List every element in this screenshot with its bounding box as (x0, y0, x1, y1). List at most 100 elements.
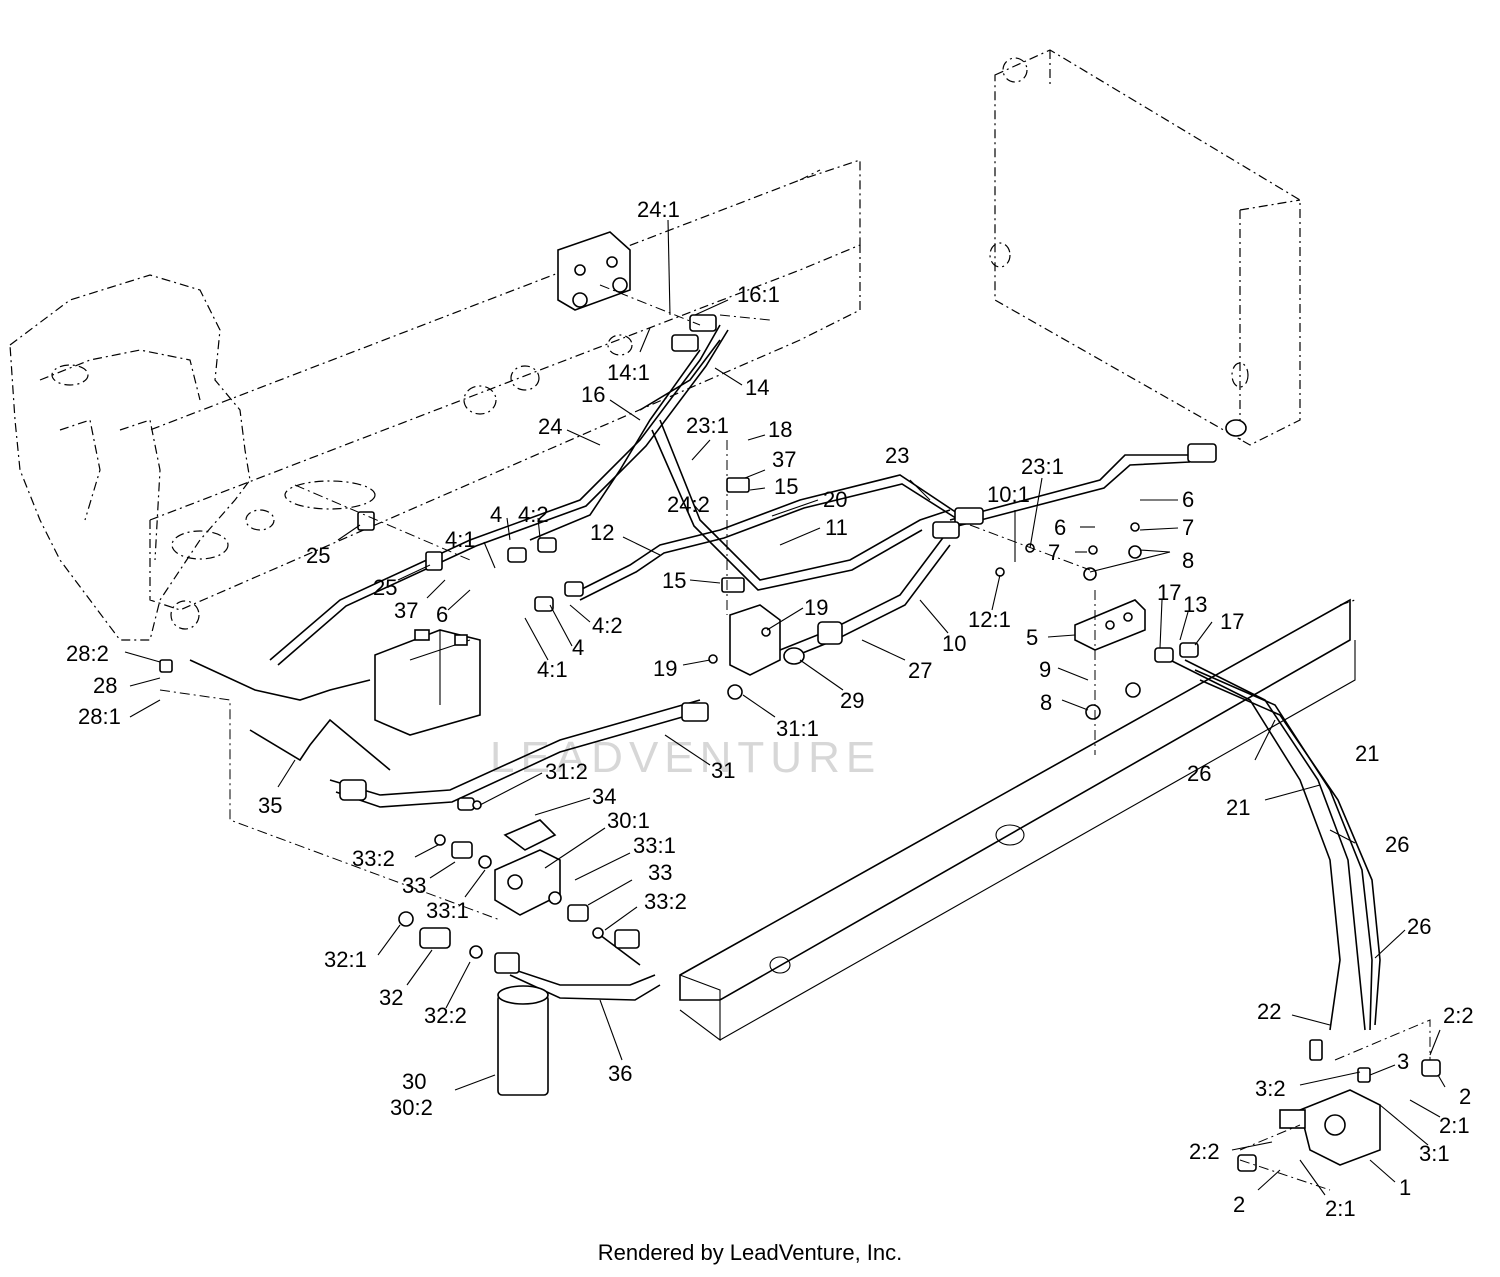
callout-label: 8 (1040, 690, 1052, 715)
callout-label: 7 (1182, 515, 1194, 540)
callout-label: 5 (1026, 625, 1038, 650)
callout-label: 21 (1355, 741, 1379, 766)
callout-label: 11 (825, 515, 848, 540)
callout-label: 33:1 (426, 898, 469, 923)
callout-label: 23 (885, 443, 909, 468)
callout-label: 6 (436, 602, 448, 627)
callout-label: 37 (772, 447, 796, 472)
callout-label: 37 (394, 598, 418, 623)
callout-label: 14 (745, 375, 769, 400)
callout-label: 35 (258, 793, 282, 818)
callout-label: 31 (711, 758, 735, 783)
callout-label: 2:1 (1325, 1196, 1356, 1221)
valve-block (374, 629, 481, 736)
top-bracket (557, 231, 631, 311)
callout-label: 21 (1226, 795, 1250, 820)
callout-label: 17 (1157, 580, 1181, 605)
callout-label: 25 (373, 575, 397, 600)
leader-lines (124, 219, 1446, 1196)
callout-label: 29 (840, 688, 864, 713)
callout-label: 33 (402, 873, 426, 898)
lower-frame-rail (679, 598, 1356, 1042)
callout-label: 2 (1233, 1192, 1245, 1217)
callout-label: 2:2 (1443, 1003, 1474, 1028)
callout-label: 16 (581, 382, 605, 407)
callout-label: 14:1 (607, 360, 650, 385)
callout-label: 26 (1385, 832, 1409, 857)
callout-label: 4:2 (518, 502, 549, 527)
callout-label: 13 (1183, 592, 1207, 617)
bracket-5 (1074, 599, 1146, 651)
callout-label: 32:2 (424, 1003, 467, 1028)
radiator-ghost (989, 49, 1301, 446)
callout-label: 19 (804, 595, 828, 620)
callout-label: 20 (823, 487, 847, 512)
watermark: LEADVENTURE (490, 733, 881, 782)
callout-label: 2 (1459, 1084, 1471, 1109)
callout-label: 9 (1039, 657, 1051, 682)
upper-frame-rail-ghost (149, 159, 861, 630)
callout-label: 28:2 (66, 641, 109, 666)
callout-label: 24:2 (667, 492, 710, 517)
callout-label: 23:1 (1021, 454, 1064, 479)
callout-label: 10 (942, 631, 966, 656)
footer-credit: Rendered by LeadVenture, Inc. (597, 1240, 903, 1265)
callout-label: 26 (1187, 761, 1211, 786)
hydraulic-pump (1279, 1089, 1381, 1166)
callout-label: 3:1 (1419, 1141, 1450, 1166)
engine-ghost (9, 274, 251, 641)
callout-label: 6 (1182, 487, 1194, 512)
assembly-lines (159, 284, 1431, 1191)
callout-label: 23:1 (686, 413, 729, 438)
callout-label: 24 (538, 414, 562, 439)
callout-label: 33:1 (633, 833, 676, 858)
callout-label: 33:2 (644, 889, 687, 914)
callout-label: 12 (590, 520, 614, 545)
callout-label: 30:2 (390, 1095, 433, 1120)
callout-label: 1 (1399, 1175, 1411, 1200)
callout-label: 8 (1182, 548, 1194, 573)
callout-label: 4:2 (592, 613, 623, 638)
callout-label: 25 (306, 543, 330, 568)
callout-label: 4:1 (445, 527, 476, 552)
callout-label: 30:1 (607, 808, 650, 833)
callout-label: 10:1 (987, 482, 1030, 507)
callout-label: 17 (1220, 609, 1244, 634)
callout-label: 28:1 (78, 704, 121, 729)
callout-label: 4 (490, 502, 502, 527)
callout-label: 31:1 (776, 716, 819, 741)
callout-label: 16:1 (737, 282, 780, 307)
hose-lines (189, 324, 1381, 1031)
callout-label: 19 (653, 656, 677, 681)
callout-label: 27 (908, 658, 932, 683)
callout-label: 6 (1054, 515, 1066, 540)
callout-label: 32:1 (324, 947, 367, 972)
callout-labels: 24:1 16:1 14:1 14 16 24 23:1 18 37 15 24… (66, 197, 1474, 1221)
callout-label: 26 (1407, 914, 1431, 939)
callout-label: 18 (768, 417, 792, 442)
bracket-19 (729, 604, 781, 676)
callout-label: 2:2 (1189, 1139, 1220, 1164)
callout-label: 12:1 (968, 607, 1011, 632)
filter-assembly (494, 819, 561, 1096)
callout-label: 31:2 (545, 759, 588, 784)
fittings (159, 314, 1441, 1172)
callout-label: 33 (648, 860, 672, 885)
callout-label: 15 (774, 474, 798, 499)
callout-label: 2:1 (1439, 1113, 1470, 1138)
callout-label: 3:2 (1255, 1076, 1286, 1101)
callout-label: 3 (1397, 1049, 1409, 1074)
callout-label: 34 (592, 784, 616, 809)
callout-label: 28 (93, 673, 117, 698)
callout-label: 32 (379, 985, 403, 1010)
callout-label: 36 (608, 1061, 632, 1086)
callout-label: 33:2 (352, 846, 395, 871)
callout-label: 15 (662, 568, 686, 593)
callout-label: 4 (572, 635, 584, 660)
callout-label: 24:1 (637, 197, 680, 222)
callout-label: 4:1 (537, 657, 568, 682)
callout-label: 7 (1048, 540, 1060, 565)
callout-label: 30 (402, 1069, 426, 1094)
